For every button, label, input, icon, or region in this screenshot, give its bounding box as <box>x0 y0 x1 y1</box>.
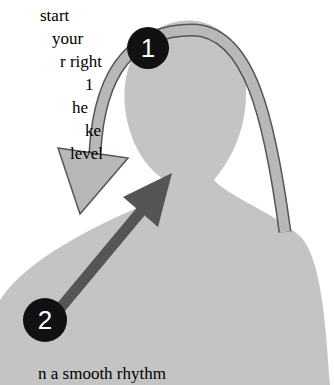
instruction-text: he <box>72 98 88 118</box>
instruction-text: r right <box>60 52 102 72</box>
callout-circle: 1 <box>127 27 169 69</box>
instruction-text: n a smooth rhythm <box>38 364 166 384</box>
callout-circle: 2 <box>23 298 67 342</box>
arrow-head <box>123 173 172 227</box>
arrow-band <box>95 30 285 232</box>
instruction-text: level <box>70 144 103 164</box>
arch-arrow <box>58 30 285 232</box>
instruction-text: start <box>40 6 69 26</box>
instruction-text: 1 <box>85 75 94 95</box>
diagonal-arrow <box>52 173 172 318</box>
callout-number: 2 <box>38 307 52 333</box>
arrow-band <box>52 210 142 318</box>
person-silhouette <box>0 21 330 385</box>
arrow-outline <box>95 30 285 232</box>
instruction-text: ke <box>85 121 101 141</box>
instruction-text: your <box>52 29 83 49</box>
callout-number: 1 <box>141 35 155 61</box>
